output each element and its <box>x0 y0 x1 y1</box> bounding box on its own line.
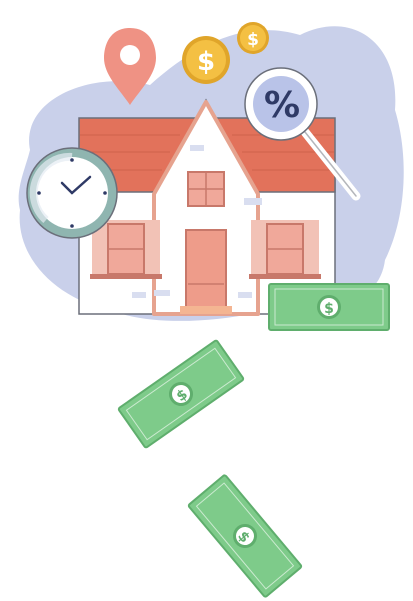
location-pin-icon <box>104 28 156 105</box>
clock-icon <box>26 147 118 239</box>
coin-dollar-sign: $ <box>197 47 215 77</box>
coin-dollar-sign: $ <box>247 30 259 50</box>
coin-icon: $ <box>237 22 269 54</box>
magnifying-glass-icon: % <box>244 67 361 201</box>
banknote-icon: $ <box>187 474 303 598</box>
percent-sign: % <box>264 85 300 126</box>
banknote-icon: $ <box>117 339 245 449</box>
banknote-dollar-sign: $ <box>324 301 334 317</box>
banknote-icon: $ <box>268 283 390 331</box>
coin-icon: $ <box>182 36 230 84</box>
